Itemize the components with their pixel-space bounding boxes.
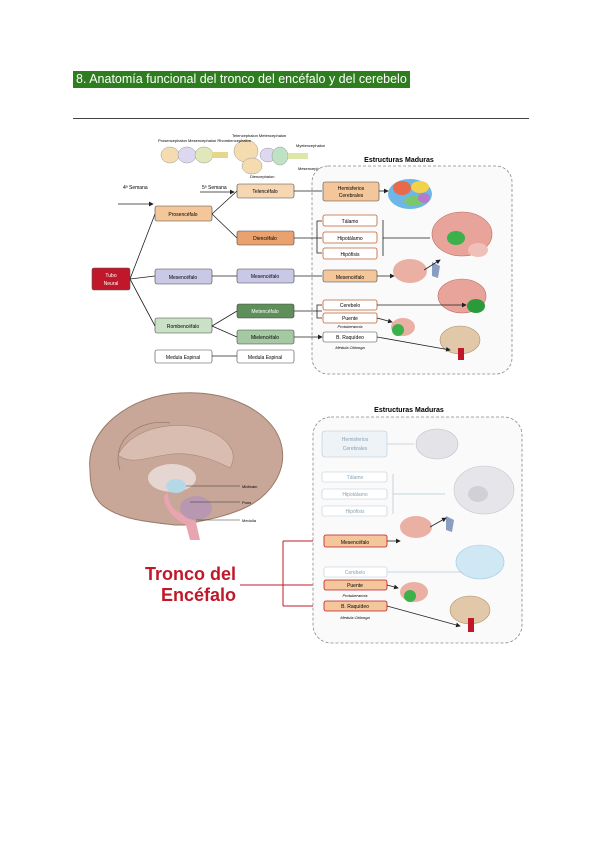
tronco-title-2: Encéfalo	[161, 585, 236, 605]
divider	[73, 118, 529, 119]
bulbo-label: B. Raquídeo	[336, 335, 364, 341]
bulbo-label-2: B. Raquídeo	[341, 604, 369, 610]
hemisferios-faded-label: Hemisferios	[342, 437, 369, 443]
talamo-faded-label: Tálamo	[347, 475, 364, 481]
hipotalamo-box	[322, 231, 378, 244]
section-heading: 8. Anatomía funcional del tronco del enc…	[73, 71, 410, 88]
tubo-neural-label-2: Neural	[104, 281, 119, 287]
brain-sagittal-illustration: Midbrain Pons Medulla	[89, 392, 284, 540]
metencefalo-label: Metencéfalo	[251, 309, 278, 315]
brain-illustrations-2	[386, 428, 515, 632]
cerebrales-label: Cerebrales	[339, 193, 364, 199]
svg-text:Prosencephalon Mesencephalon: Prosencephalon Mesencephalon Rhombenceph…	[158, 138, 251, 143]
medula-oblonga-label: Médula Oblonga	[335, 345, 365, 350]
puente-label: Puente	[342, 316, 358, 322]
talamo-label: Tálamo	[342, 219, 359, 225]
hipotalamo-label: Hipotálamo	[337, 236, 363, 242]
medulla-label: Medulla	[242, 518, 257, 523]
pons-label: Pons	[242, 500, 251, 505]
stage5-label: 5ª Semana	[202, 185, 227, 191]
medula-espinal-secondary-label: Medula Espinal	[248, 355, 282, 361]
mesencefalo-primary-box	[154, 268, 213, 285]
rombencefalo-label: Rombencéfalo	[167, 324, 199, 330]
medula-oblonga-label-2: Medula Oblonga	[340, 615, 370, 620]
svg-text:Mesencephalon: Mesencephalon	[298, 166, 326, 171]
svg-text:Telencephalon Metencephalon: Telencephalon Metencephalon	[232, 133, 286, 138]
brain-illustrations	[376, 179, 493, 360]
panel-title: Estructuras Maduras	[364, 157, 434, 164]
tubo-neural-label-1: Tubo	[105, 273, 116, 279]
tronco-title-1: Tronco del	[145, 564, 236, 584]
protuberancia-label-2: Protuberancia	[343, 593, 369, 598]
cerebelo-label: Cerebelo	[340, 303, 361, 309]
embryo-vesicles-sketch: Prosencephalon Mesencephalon Rhombenceph…	[158, 133, 326, 179]
mesencefalo-secondary-label: Mesencéfalo	[251, 274, 280, 280]
rombencefalo-box	[154, 317, 213, 334]
cerebelo-faded-label: Cerebelo	[345, 570, 366, 576]
mesencefalo-label-2: Mesencéfalo	[341, 540, 370, 546]
prosencefalo-label: Prosencéfalo	[168, 212, 197, 218]
medula-espinal-secondary-box	[236, 349, 295, 364]
figure-2: Midbrain Pons Medulla Tronco del Encéfal…	[89, 392, 523, 644]
mesencefalo-mature-label: Mesencéfalo	[336, 275, 365, 281]
figure-1: Prosencephalon Mesencephalon Rhombenceph…	[91, 133, 513, 375]
diencefalo-label: Diencéfalo	[253, 236, 277, 242]
puente-label-2: Puente	[347, 583, 363, 589]
telencefalo-label: Telencéfalo	[252, 189, 278, 195]
hemisferios-label: Hemisferios	[338, 186, 365, 192]
medula-espinal-label: Medula Espinal	[166, 355, 200, 361]
hipotalamo-faded-label: Hipotálamo	[342, 492, 368, 498]
hemisferios-box	[322, 181, 380, 202]
mielencefalo-label: Mielencéfalo	[251, 335, 279, 341]
cerebrales-faded-label: Cerebrales	[343, 446, 368, 452]
midbrain-label: Midbrain	[242, 484, 257, 489]
hipofisis-label: Hipófisis	[341, 252, 360, 258]
panel-title-2: Estructuras Maduras	[374, 407, 444, 414]
hipofisis-faded-label: Hipófisis	[346, 509, 365, 515]
svg-text:Myelencephalon: Myelencephalon	[296, 143, 325, 148]
talamo-box	[322, 214, 378, 227]
stage4-label: 4ª Semana	[123, 185, 148, 191]
protuberancia-label: Protuberancia	[338, 324, 364, 329]
svg-text:Diencephalon: Diencephalon	[250, 174, 274, 179]
mesencefalo-primary-label: Mesencéfalo	[169, 275, 198, 281]
medula-espinal-box	[154, 349, 213, 364]
hipofisis-box	[322, 247, 378, 260]
